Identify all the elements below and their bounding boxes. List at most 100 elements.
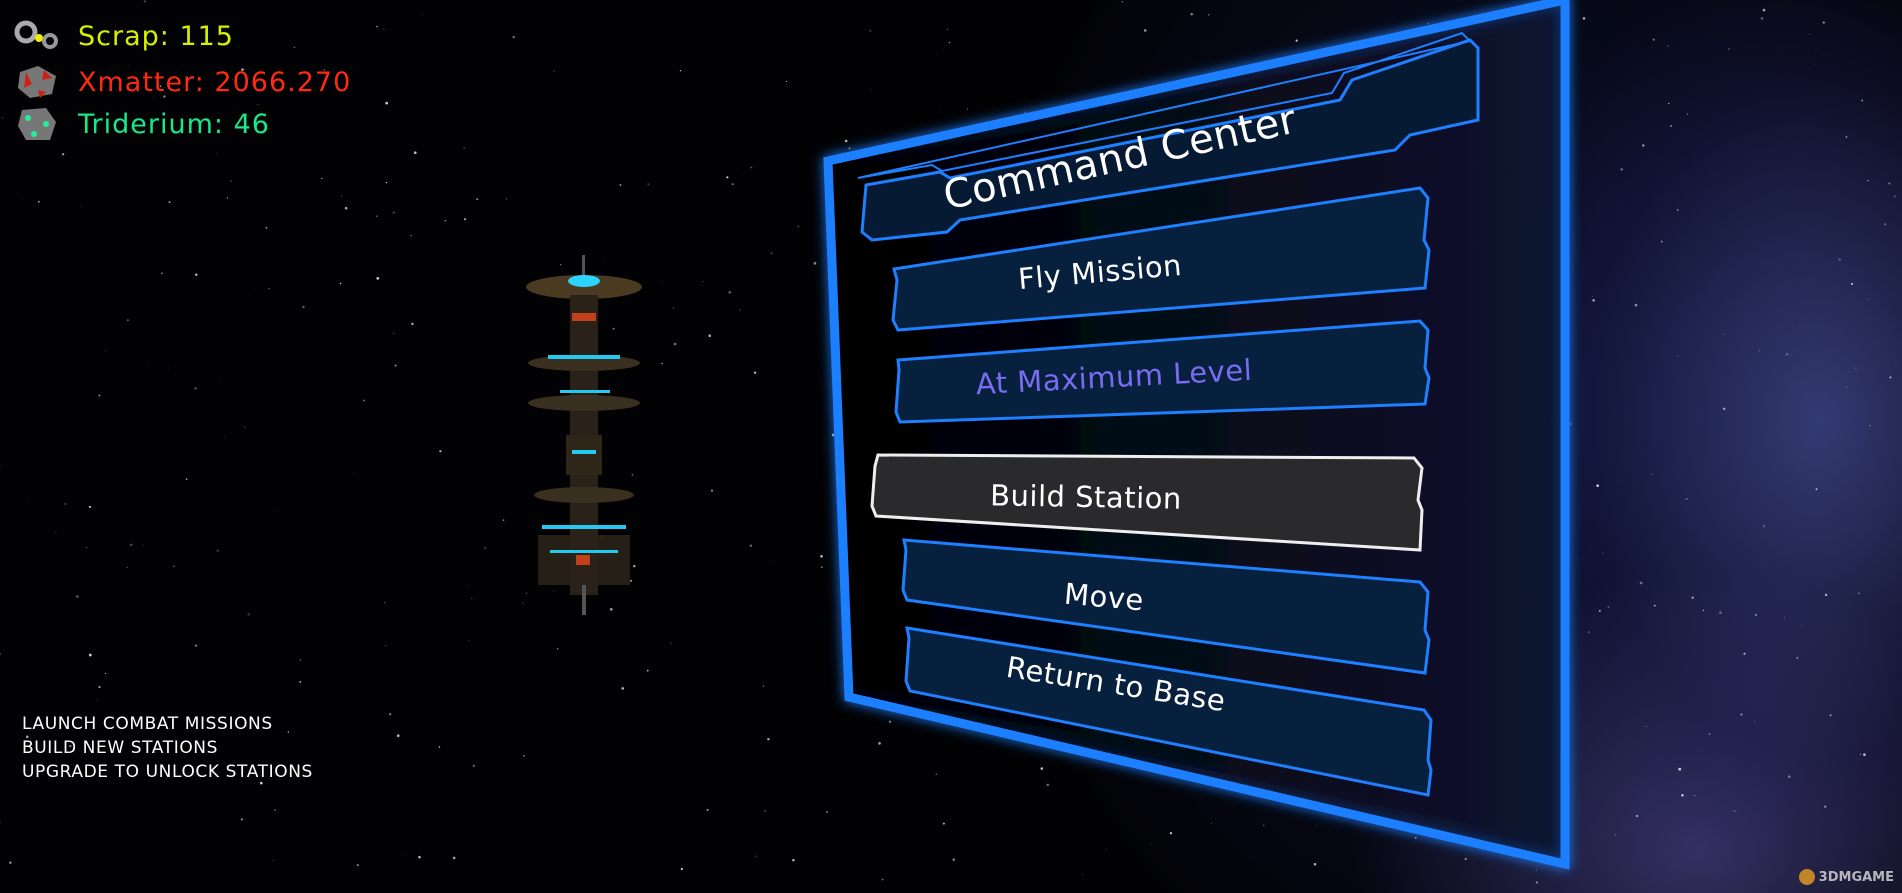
star — [0, 465, 1, 467]
star — [238, 46, 239, 47]
star — [661, 362, 663, 365]
star — [1143, 29, 1147, 32]
star — [293, 46, 296, 49]
star — [1838, 258, 1842, 261]
star — [1801, 624, 1803, 626]
star — [1740, 713, 1743, 716]
star — [1845, 386, 1848, 389]
star — [942, 49, 943, 51]
star — [1591, 296, 1593, 298]
star — [1857, 592, 1860, 595]
star — [1535, 869, 1537, 871]
resource-scrap: Scrap: 115 — [12, 16, 234, 56]
star — [1889, 376, 1892, 379]
star — [96, 699, 98, 701]
star — [389, 713, 392, 716]
star — [0, 821, 1, 823]
star — [62, 153, 65, 156]
star — [126, 566, 128, 569]
resource-xmatter: Xmatter: 2066.270 — [12, 62, 351, 102]
star — [1863, 753, 1866, 756]
star — [129, 543, 133, 547]
star — [265, 226, 268, 229]
star — [1596, 484, 1599, 488]
star — [1825, 593, 1828, 596]
star — [844, 139, 848, 143]
star — [268, 287, 271, 290]
star — [1651, 473, 1653, 475]
star — [259, 781, 263, 785]
star — [38, 200, 40, 203]
star — [632, 564, 636, 568]
star — [394, 364, 397, 367]
star — [16, 192, 18, 194]
star — [472, 764, 476, 767]
star — [385, 101, 389, 105]
star — [762, 685, 765, 687]
star — [1686, 113, 1688, 115]
star — [1702, 609, 1705, 612]
star — [1587, 630, 1591, 634]
star — [219, 379, 221, 381]
star — [25, 735, 29, 739]
star — [154, 751, 156, 753]
star — [1414, 836, 1417, 839]
star — [767, 738, 770, 741]
star — [1023, 111, 1026, 114]
fly-mission-button[interactable] — [891, 186, 1431, 332]
star — [522, 602, 525, 605]
star — [1040, 767, 1044, 770]
star — [1728, 48, 1730, 50]
star — [272, 860, 274, 862]
xmatter-icon — [18, 66, 56, 98]
star — [1792, 324, 1794, 326]
star — [53, 750, 55, 752]
star — [553, 590, 554, 592]
star — [1598, 609, 1601, 612]
star — [452, 856, 456, 860]
star — [739, 309, 742, 311]
star — [216, 152, 218, 154]
star — [871, 89, 872, 90]
star — [1602, 552, 1604, 554]
star — [143, 0, 146, 3]
star — [1762, 524, 1766, 528]
star — [463, 147, 465, 149]
star — [484, 547, 486, 549]
star — [299, 680, 302, 683]
star — [1105, 848, 1107, 850]
star — [1211, 823, 1212, 824]
star — [421, 13, 423, 15]
star — [393, 332, 395, 334]
star — [523, 754, 526, 757]
build-station-button[interactable] — [870, 453, 1424, 552]
star — [631, 473, 634, 476]
star — [1464, 858, 1467, 861]
build-station-label[interactable]: Build Station — [989, 478, 1183, 516]
space-station-model — [526, 255, 642, 615]
star — [1754, 613, 1757, 616]
xmatter-count: Xmatter: 2066.270 — [78, 66, 352, 98]
star — [646, 669, 649, 672]
star — [247, 612, 250, 616]
star — [75, 595, 79, 598]
upgrade-button[interactable] — [894, 319, 1431, 424]
star — [1576, 557, 1578, 559]
star — [155, 88, 157, 90]
star — [188, 749, 190, 751]
star — [444, 219, 447, 222]
star — [160, 272, 163, 275]
star — [1642, 144, 1645, 147]
star — [173, 565, 175, 568]
star — [1678, 767, 1682, 771]
star — [1760, 17, 1764, 20]
watermark-text: 3DMGAME — [1818, 869, 1894, 885]
star — [792, 859, 795, 862]
star — [104, 39, 105, 41]
move-button[interactable] — [901, 538, 1431, 675]
star — [831, 433, 835, 437]
star — [1427, 22, 1429, 24]
return-to-base-button[interactable] — [904, 626, 1433, 797]
star — [1866, 298, 1868, 300]
star — [1598, 595, 1600, 597]
